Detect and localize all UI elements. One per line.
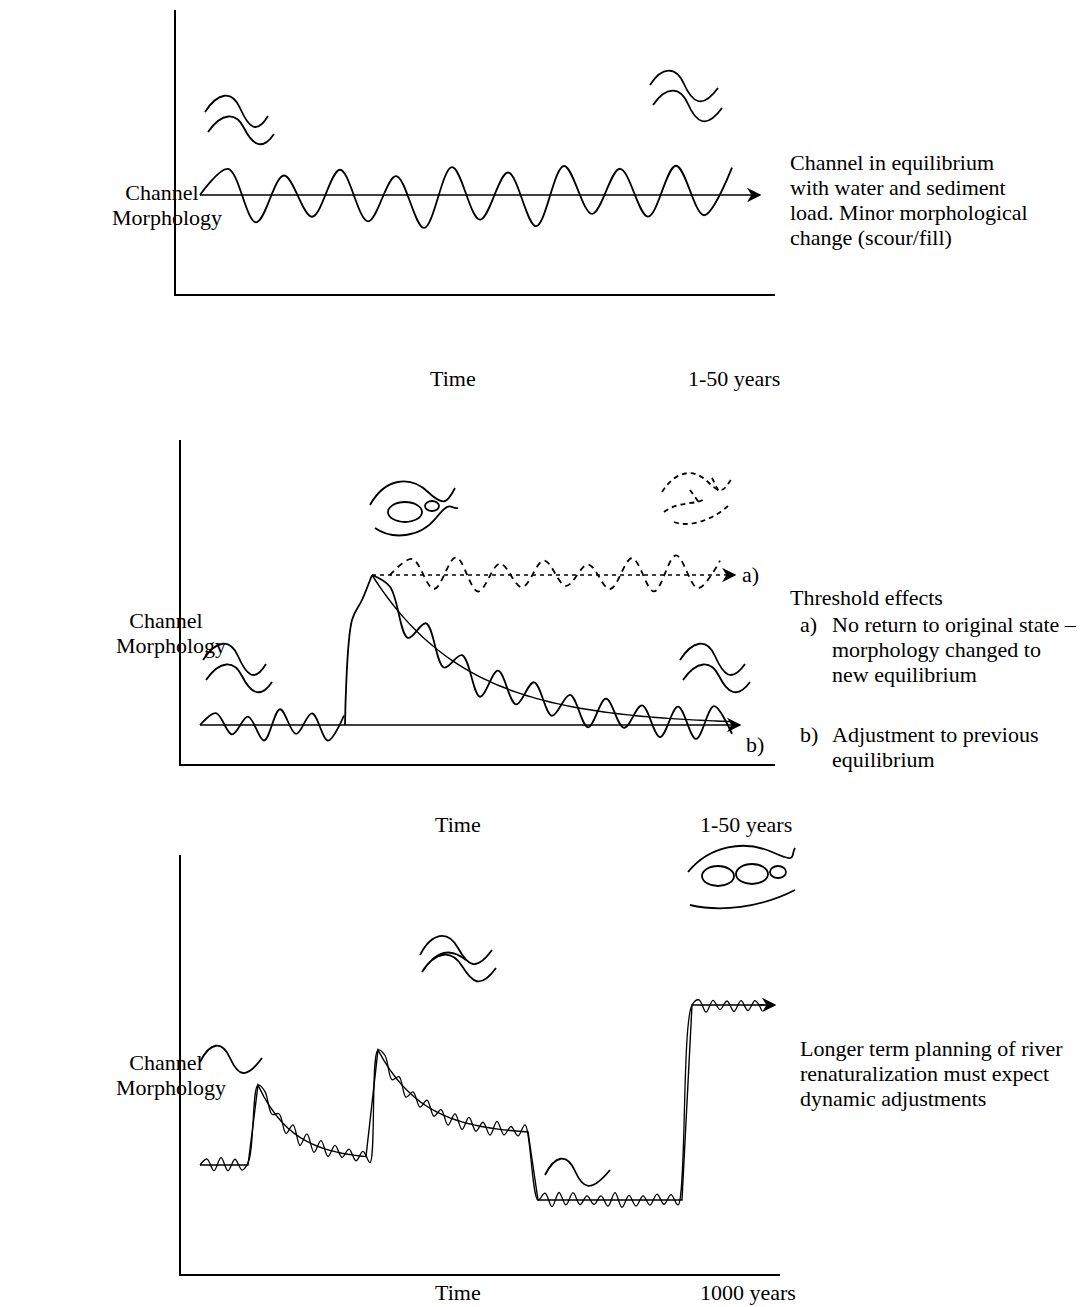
trend-arrow [760,1004,775,1006]
note: Longer term planning of river renaturali… [800,1036,1070,1111]
morphology-curves [200,166,775,1208]
equilibrium-arrow [200,194,760,196]
note: Channel in equilibrium with water and se… [790,150,1035,250]
morphology-wave [200,1000,762,1208]
channel-sketches [200,71,795,1186]
morphology-wave [200,166,732,228]
list-marker: a) [800,612,817,637]
axis-label: 1000 years [700,1280,796,1305]
mean-trend [200,1005,764,1200]
axis-label: Channel Morphology [116,608,216,658]
axes [175,10,780,1275]
axis-label: Time [430,366,476,391]
curve-label: b) [746,732,764,757]
list-marker: b) [800,722,818,747]
morphology-step [345,575,372,725]
note: No return to original state – morphology… [832,612,1082,687]
axis-label: 1-50 years [688,366,780,391]
axis-label: Channel Morphology [112,180,212,230]
axis-label: Time [435,812,481,837]
adjustment-trend [372,575,732,722]
morphology-wave [390,555,720,591]
equilibrium-arrow [200,724,740,726]
axis-label: 1-50 years [700,812,792,837]
note: Threshold effects [790,585,943,610]
axis-label: Channel Morphology [116,1050,216,1100]
morphology-wave [372,575,732,739]
curve-label: a) [742,562,759,587]
new-equilibrium-arrow [372,574,735,576]
note: Adjustment to previous equilibrium [832,722,1062,772]
axis-label: Time [435,1280,481,1305]
morphology-wave [200,709,344,740]
